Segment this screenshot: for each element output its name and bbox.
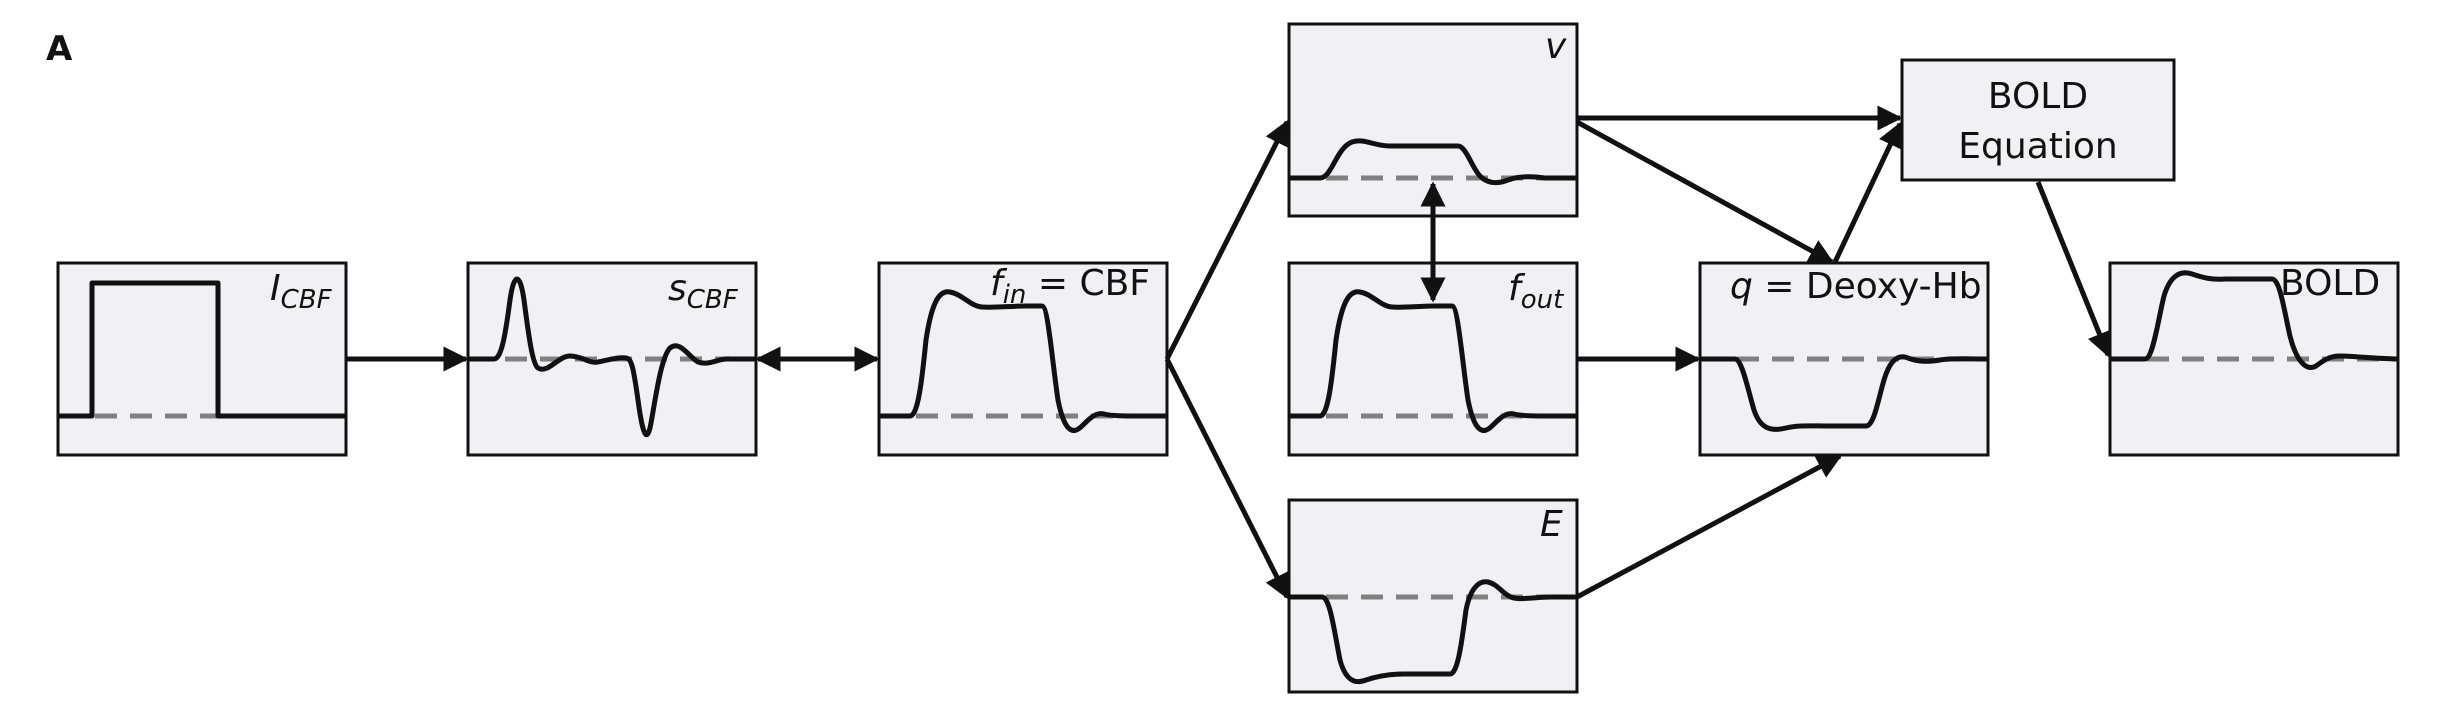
panel-fin-signal xyxy=(878,289,1168,433)
bold-equation-node: BOLD Equation xyxy=(1900,58,2176,182)
bold-equation-line1: BOLD xyxy=(1988,76,2088,117)
panel-fout-signal xyxy=(1288,289,1578,433)
icbf-sub: CBF xyxy=(281,285,333,315)
q-rest: = Deoxy-Hb xyxy=(1753,266,1982,307)
arrow-fin-to-e xyxy=(1164,357,1290,600)
panel-q-label: q = Deoxy-Hb xyxy=(1730,266,1982,307)
fin-rest: = CBF xyxy=(1026,263,1150,304)
panel-scbf: sCBF xyxy=(466,261,758,457)
panel-v-signal xyxy=(1288,138,1578,186)
bold-equation-frame xyxy=(1900,58,2176,182)
arrow-bold-equation-to-bold xyxy=(2035,181,2112,358)
arrows xyxy=(346,105,2112,600)
bold-equation-line2: Equation xyxy=(1958,126,2117,167)
arrow-fin-to-v xyxy=(1164,119,1290,361)
arrow-e-to-q xyxy=(1575,453,1843,600)
scbf-main: s xyxy=(668,268,687,309)
panel-q-signal xyxy=(1699,354,1989,432)
panel-icbf-frame xyxy=(56,261,348,457)
panel-bold-signal xyxy=(2109,270,2399,370)
panel-e-label: E xyxy=(1540,504,1563,545)
panel-fin-label: fin = CBF xyxy=(990,263,1150,310)
panel-e-signal xyxy=(1288,579,1578,685)
panel-icbf-label: ICBF xyxy=(270,268,333,315)
arrow-q-to-bold-equation xyxy=(1832,121,1903,264)
panel-scbf-signal xyxy=(467,276,757,438)
arrow-v-to-q xyxy=(1575,119,1835,265)
panel-q: q = Deoxy-Hb xyxy=(1698,261,1990,457)
panel-v-label: v xyxy=(1545,26,1567,67)
panel-icbf-signal xyxy=(57,280,347,419)
panel-bold-label: BOLD xyxy=(2280,263,2380,304)
panel-fin: fin = CBF xyxy=(877,261,1169,457)
scbf-sub: CBF xyxy=(687,285,739,315)
panel-v: v xyxy=(1287,22,1579,218)
icbf-main: I xyxy=(270,268,281,309)
panel-scbf-label: sCBF xyxy=(668,268,739,315)
panel-e: E xyxy=(1287,498,1579,694)
panel-letter: A xyxy=(46,29,73,69)
panel-bold: BOLD xyxy=(2108,261,2400,457)
fout-sub: out xyxy=(1521,285,1564,315)
panel-icbf: ICBF xyxy=(56,261,348,457)
q-main: q xyxy=(1730,266,1753,307)
fin-sub: in xyxy=(1003,280,1027,310)
